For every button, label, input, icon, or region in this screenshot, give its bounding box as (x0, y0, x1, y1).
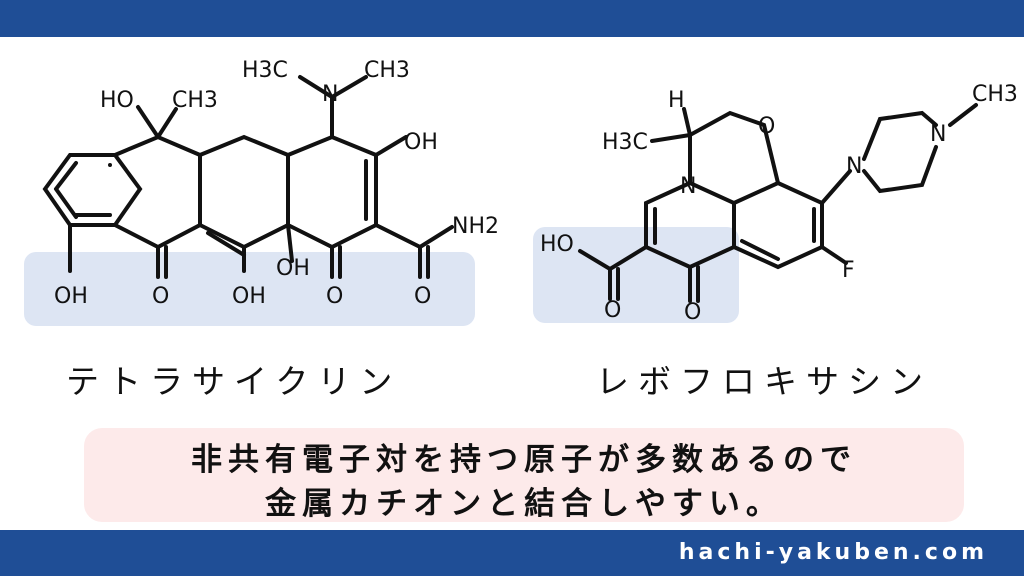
tetracycline-label-o-amide: O (414, 284, 431, 309)
levofloxacin-label-h: H (668, 88, 685, 113)
tetracycline-label-oh-right: OH (404, 130, 438, 155)
levofloxacin-chelation-highlight (533, 227, 739, 323)
levofloxacin-label-o-ring: O (758, 114, 775, 139)
tetracycline-name: テトラサイクリン (66, 362, 402, 401)
tetracycline-label-nh2: NH2 (452, 214, 499, 239)
levofloxacin-label-ch3: CH3 (972, 82, 1018, 107)
levofloxacin-label-f: F (842, 258, 855, 283)
levofloxacin-label-n-ring: N (680, 174, 696, 199)
levofloxacin-label-ho: HO (540, 232, 574, 257)
note-line-1: 非共有電子対を持つ原子が多数あるので (191, 442, 857, 478)
tetracycline-label-o-bottom-1: O (152, 284, 169, 309)
levofloxacin-label-n-methyl: N (930, 122, 946, 147)
tetracycline-label-o-bottom-2: O (326, 284, 343, 309)
tetracycline-chelation-highlight (24, 252, 475, 326)
chemical-structures: HO CH3 H3C N CH3 OH NH2 OH OH O OH O O (24, 58, 1018, 326)
levofloxacin-label-n-pip: N (846, 154, 862, 179)
tetracycline-label-oh-bottom-1: OH (54, 284, 88, 309)
top-banner (0, 0, 1024, 37)
tetracycline-label-h3c: H3C (242, 58, 288, 83)
site-url[interactable]: hachi-yakuben.com (678, 540, 988, 565)
note-box: 非共有電子対を持つ原子が多数あるので 金属カチオンと結合しやすい。 (84, 428, 964, 522)
levofloxacin-label-o-acid: O (604, 298, 621, 323)
tetracycline-label-n: N (322, 82, 338, 107)
tetracycline-label-ch3-n: CH3 (364, 58, 410, 83)
levofloxacin-name: レボフロキサシン (596, 362, 932, 401)
bottom-banner (0, 530, 1024, 576)
tetracycline-label-ho: HO (100, 88, 134, 113)
levofloxacin-label-o-keto: O (684, 300, 701, 325)
levofloxacin-label-h3c: H3C (602, 130, 648, 155)
tetracycline-label-oh-bottom-2: OH (232, 284, 266, 309)
levofloxacin-structure: H H3C O N N N CH3 HO F O O (540, 82, 1018, 325)
tetracycline-label-ch3: CH3 (172, 88, 218, 113)
note-line-2: 金属カチオンと結合しやすい。 (265, 486, 783, 522)
tetracycline-structure: HO CH3 H3C N CH3 OH NH2 OH OH O OH O O (42, 58, 499, 309)
tetracycline-label-oh-ring: OH (276, 256, 310, 281)
